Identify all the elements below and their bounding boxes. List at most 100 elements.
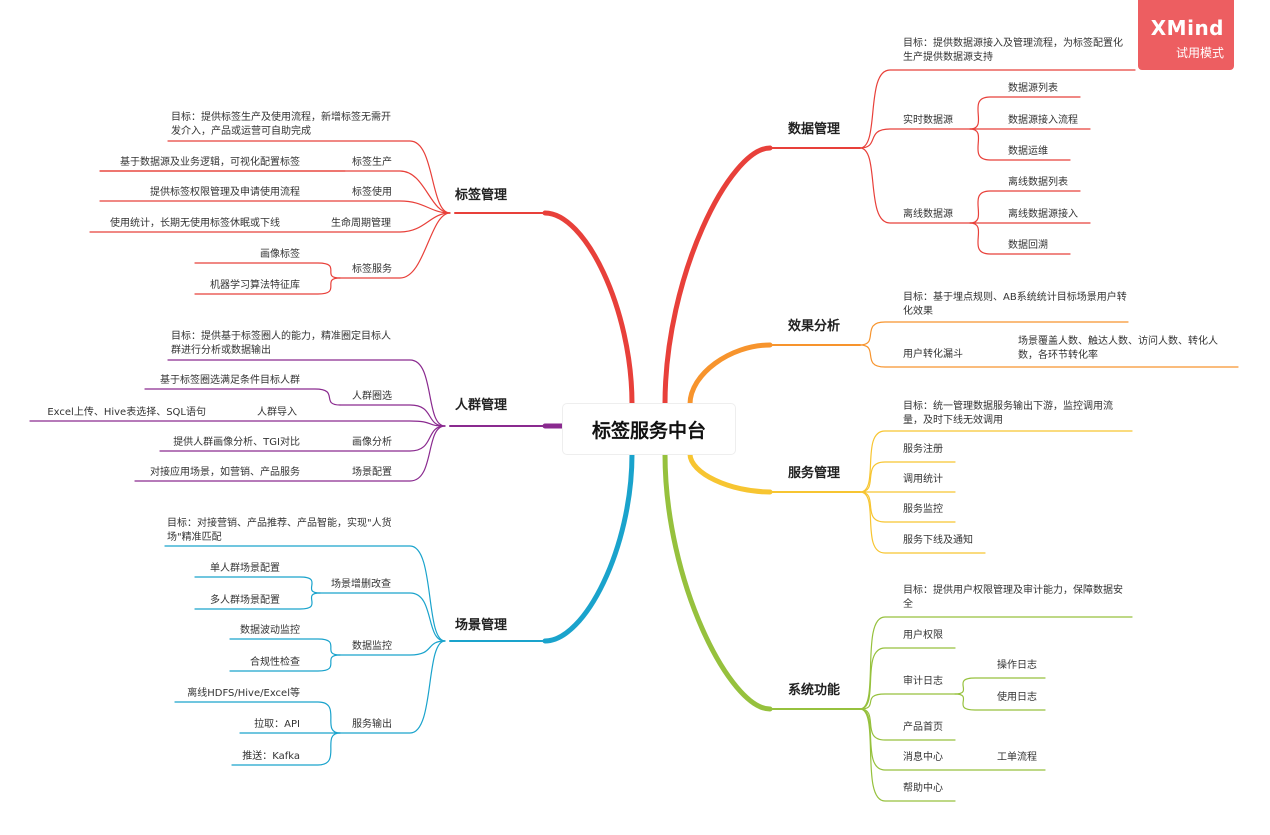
sub-branch-line <box>339 212 451 279</box>
sub-branch-line <box>859 708 956 741</box>
sub-branch-line <box>319 592 446 642</box>
sub-branch-line <box>969 222 1071 255</box>
system-item-label[interactable]: 审计日志 <box>903 676 943 687</box>
sub-branch-line <box>29 420 446 427</box>
scene-subitem: 多人群场景配置 <box>210 595 280 606</box>
xmind-logo-text: XMind <box>1150 16 1224 40</box>
data-subitem: 数据运维 <box>1008 146 1048 157</box>
main-branch-line <box>687 451 773 495</box>
sub-branch-line <box>164 545 446 642</box>
system-subitem: 使用日志 <box>997 692 1037 703</box>
sub-branch-line <box>229 638 341 656</box>
sub-branch-line <box>339 640 446 734</box>
sub-branch-line <box>167 359 446 427</box>
data-item-label[interactable]: 离线数据源 <box>903 209 953 220</box>
sub-branch-line <box>134 425 446 482</box>
branch-tag-management[interactable]: 标签管理 <box>455 188 508 203</box>
sub-branch-line <box>174 701 341 734</box>
crowd-item-desc: 提供人群画像分析、TGI对比 <box>173 437 300 448</box>
main-branch-line <box>662 145 773 407</box>
branch-effect-analysis[interactable]: 效果分析 <box>788 319 841 334</box>
sub-branch-line <box>229 654 341 672</box>
sub-branch-line <box>159 425 446 452</box>
system-goal: 目标：提供用户权限管理及审计能力，保障数据安全 <box>903 585 1123 610</box>
data-subitem: 数据源列表 <box>1008 83 1058 94</box>
service-item-label[interactable]: 服务下线及通知 <box>903 535 973 546</box>
sub-branch-line <box>144 388 341 406</box>
effect-item-label[interactable]: 用户转化漏斗 <box>903 349 963 360</box>
sub-branch-line <box>859 430 1133 493</box>
sub-branch-line <box>194 576 321 594</box>
data-subitem: 数据回溯 <box>1008 240 1048 251</box>
tag-item-label[interactable]: 标签使用 <box>352 187 392 198</box>
tag-item-label[interactable]: 生命周期管理 <box>331 218 391 229</box>
tag-subitem: 画像标签 <box>260 249 300 260</box>
scene-subitem: 离线HDFS/Hive/Excel等 <box>187 688 300 699</box>
effect-goal: 目标：基于埋点规则、AB系统统计目标场景用户转化效果 <box>903 292 1127 317</box>
system-subitem: 工单流程 <box>997 752 1037 763</box>
sub-branch-line <box>167 140 451 214</box>
sub-branch-line <box>954 693 1046 711</box>
service-item-label[interactable]: 服务注册 <box>903 444 943 455</box>
main-branch-line <box>542 451 635 644</box>
tag-item-label[interactable]: 标签服务 <box>352 264 392 275</box>
xmind-trial-badge[interactable]: XMind 试用模式 <box>1138 0 1234 70</box>
branch-crowd-management[interactable]: 人群管理 <box>455 398 508 413</box>
branch-scene-management[interactable]: 场景管理 <box>455 618 508 633</box>
system-item-label[interactable]: 消息中心 <box>903 752 943 763</box>
sub-branch-line <box>194 592 321 610</box>
system-item-label[interactable]: 帮助中心 <box>903 783 943 794</box>
scene-item-label[interactable]: 服务输出 <box>352 719 392 730</box>
system-item-label[interactable]: 产品首页 <box>903 722 943 733</box>
crowd-item-label[interactable]: 画像分析 <box>352 437 392 448</box>
sub-branch-line <box>89 212 451 233</box>
crowd-goal: 目标：提供基于标签圈人的能力，精准圈定目标人群进行分析或数据输出 <box>171 331 391 356</box>
service-item-label[interactable]: 服务监控 <box>903 504 943 515</box>
sub-branch-line <box>859 647 956 710</box>
sub-branch-line <box>339 640 446 656</box>
data-subitem: 离线数据列表 <box>1008 177 1068 188</box>
sub-branch-line <box>859 491 986 554</box>
branch-data-management[interactable]: 数据管理 <box>788 122 841 137</box>
crowd-item-label[interactable]: 人群圈选 <box>352 391 392 402</box>
scene-item-label[interactable]: 场景增删改查 <box>331 579 391 590</box>
data-item-label[interactable]: 实时数据源 <box>903 115 953 126</box>
sub-branch-line <box>231 732 341 766</box>
scene-subitem: 拉取：API <box>254 719 300 730</box>
branch-system-functions[interactable]: 系统功能 <box>788 683 841 698</box>
sub-branch-line <box>859 461 956 493</box>
crowd-item-label[interactable]: 人群导入 <box>257 407 297 418</box>
scene-item-label[interactable]: 数据监控 <box>352 641 392 652</box>
trial-mode-label: 试用模式 <box>1175 46 1224 60</box>
data-goal: 目标：提供数据源接入及管理流程，为标签配置化生产提供数据源支持 <box>903 38 1123 63</box>
sub-branch-line <box>859 128 971 149</box>
sub-branch-line <box>859 69 1136 149</box>
service-item-label[interactable]: 调用统计 <box>903 474 943 485</box>
branch-service-management[interactable]: 服务管理 <box>788 466 841 481</box>
crowd-item-desc: Excel上传、Hive表选择、SQL语句 <box>47 407 206 418</box>
sub-branch-line <box>99 200 451 214</box>
system-subitem: 操作日志 <box>997 660 1037 671</box>
system-item-label[interactable]: 用户权限 <box>903 630 943 641</box>
scene-subitem: 数据波动监控 <box>240 625 300 636</box>
sub-branch-line <box>969 190 1081 224</box>
main-branch-line <box>542 210 635 407</box>
scene-goal: 目标：对接营销、产品推荐、产品智能，实现"人货场"精准匹配 <box>167 518 392 543</box>
scene-subitem: 推送：Kafka <box>242 751 300 762</box>
sub-branch-line <box>859 693 956 710</box>
central-topic[interactable]: 标签服务中台 <box>563 404 735 454</box>
tag-subitem: 机器学习算法特征库 <box>210 280 300 291</box>
scene-subitem: 单人群场景配置 <box>210 563 280 574</box>
scene-subitem: 合规性检查 <box>250 657 300 668</box>
sub-branch-line <box>859 491 956 523</box>
sub-branch-line <box>194 262 341 279</box>
sub-branch-line <box>859 616 1133 710</box>
sub-branch-line <box>969 96 1081 130</box>
tag-item-desc: 基于数据源及业务逻辑，可视化配置标签 <box>120 157 300 168</box>
crowd-item-label[interactable]: 场景配置 <box>352 467 392 478</box>
tag-item-label[interactable]: 标签生产 <box>352 157 392 168</box>
main-branch-line <box>687 342 773 407</box>
sub-branch-line <box>194 277 341 295</box>
data-subitem: 数据源接入流程 <box>1008 115 1078 126</box>
